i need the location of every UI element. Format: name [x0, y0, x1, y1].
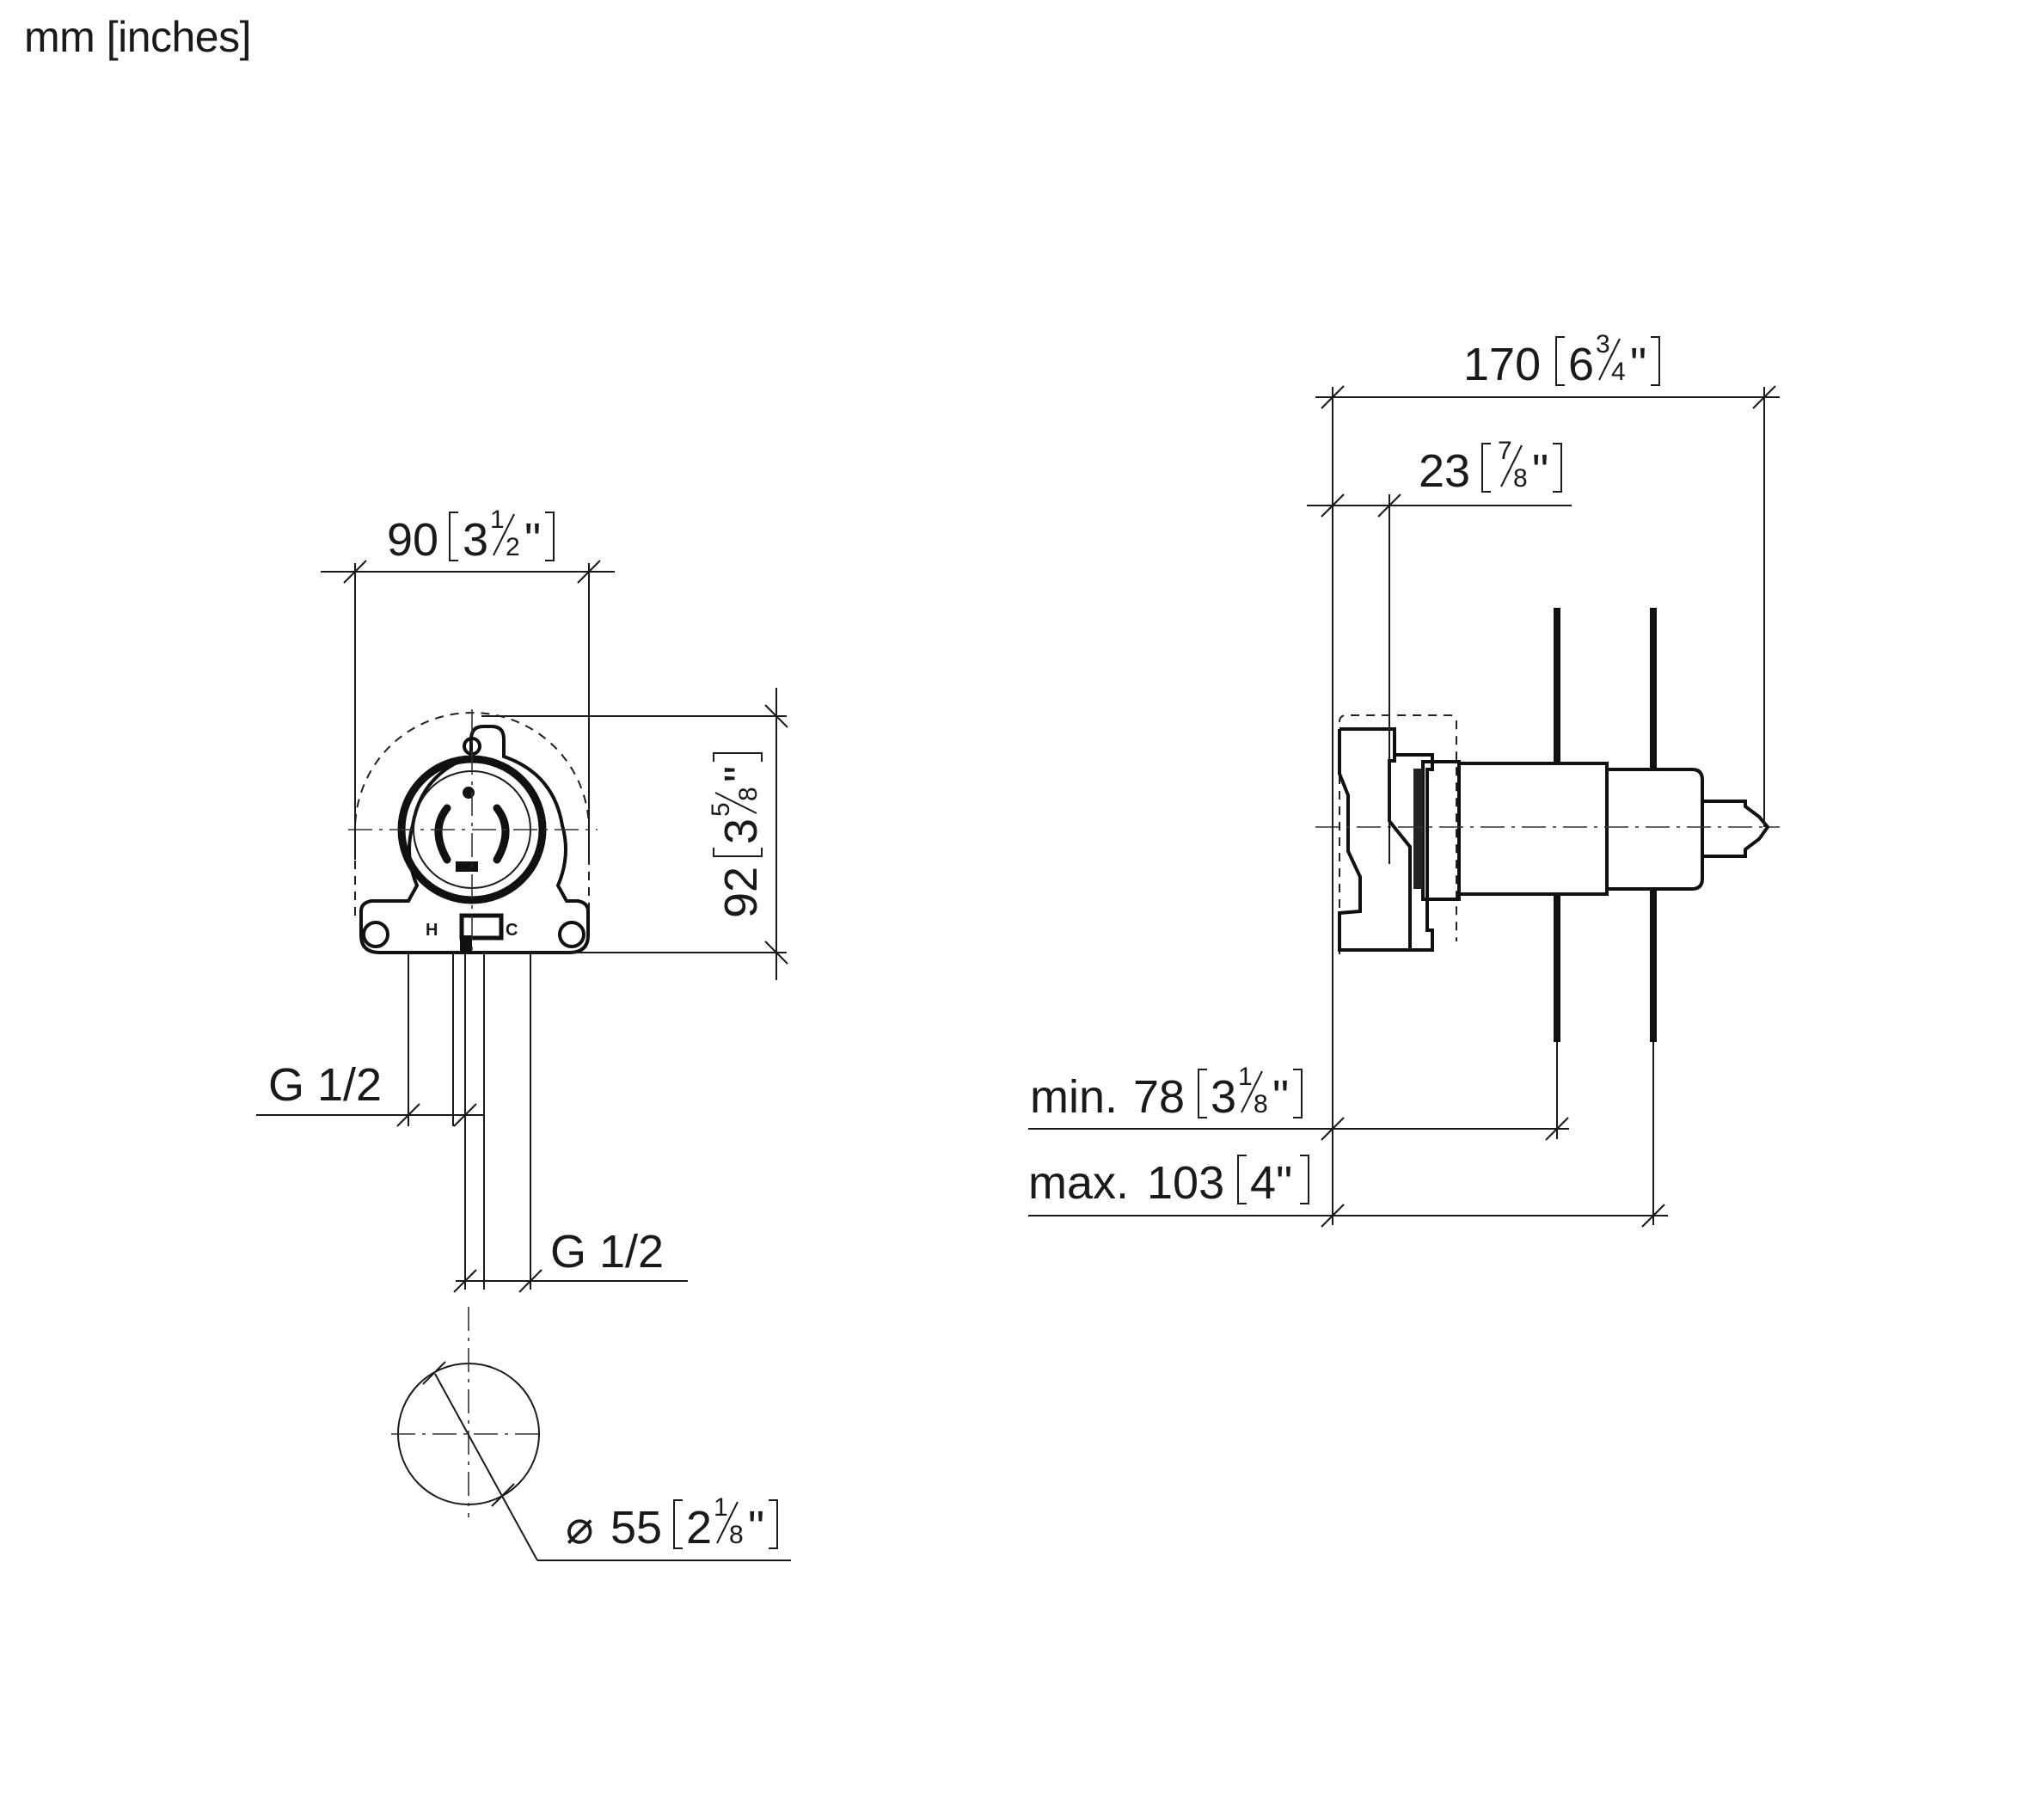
svg-text:2: 2	[686, 1502, 712, 1553]
svg-text:3: 3	[1211, 1071, 1236, 1123]
svg-text:23: 23	[1419, 445, 1470, 497]
svg-text:4: 4	[1611, 358, 1626, 386]
dim-thread-top: G 1/2	[268, 1059, 382, 1111]
front-outlet-block	[459, 913, 504, 941]
svg-text:max.: max.	[1028, 1157, 1129, 1209]
dim-overall-depth: 170 6 3 4 "	[1463, 330, 1660, 390]
svg-text:7: 7	[1498, 437, 1512, 465]
svg-text:90: 90	[387, 514, 438, 566]
dim-thread-bottom: G 1/2	[550, 1226, 664, 1278]
dim-flange-depth: 23 7 8 "	[1419, 437, 1562, 497]
front-outlet-stem	[460, 935, 472, 953]
svg-text:3: 3	[463, 514, 488, 566]
side-spindle	[1702, 800, 1770, 858]
front-mount-hole-left	[362, 921, 389, 948]
front-valve-dot	[463, 787, 475, 799]
svg-text:8: 8	[1254, 1090, 1268, 1118]
svg-text:": "	[524, 514, 541, 566]
front-mount-hole-right	[558, 921, 585, 948]
svg-text:3: 3	[1596, 330, 1610, 358]
side-body	[1457, 762, 1609, 896]
side-collar-ring	[1413, 769, 1423, 889]
svg-text:3: 3	[715, 818, 767, 844]
side-flange	[1338, 727, 1434, 952]
svg-text:8: 8	[1513, 464, 1528, 493]
svg-text:2: 2	[506, 533, 520, 561]
svg-text:1: 1	[714, 1493, 728, 1522]
svg-text:": "	[1272, 1071, 1289, 1123]
svg-text:6: 6	[1568, 339, 1594, 390]
dim-max-depth: max. 103 4"	[1028, 1155, 1309, 1209]
dim-front-height: 92 3 5 8 "	[707, 752, 767, 918]
svg-text:1: 1	[490, 506, 505, 534]
dim-diameter: ⌀ 55 2 1 8 "	[566, 1493, 778, 1553]
svg-text:⌀: ⌀	[566, 1502, 594, 1553]
svg-text:": "	[1630, 339, 1646, 390]
rosette-view: ⌀ 55 2 1 8 "	[391, 1307, 791, 1561]
side-body-rear	[1607, 768, 1704, 891]
svg-text:8: 8	[734, 787, 763, 801]
svg-text:4": 4"	[1250, 1157, 1292, 1209]
marking-hot: H	[426, 921, 438, 940]
svg-text:103: 103	[1147, 1157, 1224, 1209]
dim-front-width: 90 3 1 2 "	[387, 506, 555, 566]
front-valve-arc-left	[434, 804, 451, 864]
svg-text:78: 78	[1133, 1071, 1185, 1123]
svg-text:170: 170	[1463, 339, 1541, 390]
side-dashed-outline	[1339, 714, 1457, 954]
svg-text:8: 8	[729, 1521, 744, 1549]
front-valve-slot	[456, 861, 478, 872]
svg-text:5: 5	[707, 802, 735, 817]
svg-text:92: 92	[715, 867, 767, 918]
front-base-plate	[359, 725, 590, 954]
dim-min-depth: min. 78 3 1 8 "	[1030, 1063, 1303, 1123]
front-valve-arc-right	[493, 804, 510, 864]
svg-text:55: 55	[610, 1502, 662, 1553]
svg-text:min.: min.	[1030, 1071, 1118, 1123]
svg-text:": "	[1532, 445, 1548, 497]
svg-text:1: 1	[1238, 1063, 1253, 1091]
marking-cold: C	[506, 921, 518, 940]
side-view: 170 6 3 4 " 23 7 8 " min. 78	[1028, 330, 1780, 1228]
front-view: H C 90 3 1 2 " 92 3 5	[256, 506, 788, 1293]
svg-text:": "	[748, 1502, 764, 1553]
svg-text:": "	[715, 766, 767, 782]
units-label: mm [inches]	[24, 13, 252, 61]
